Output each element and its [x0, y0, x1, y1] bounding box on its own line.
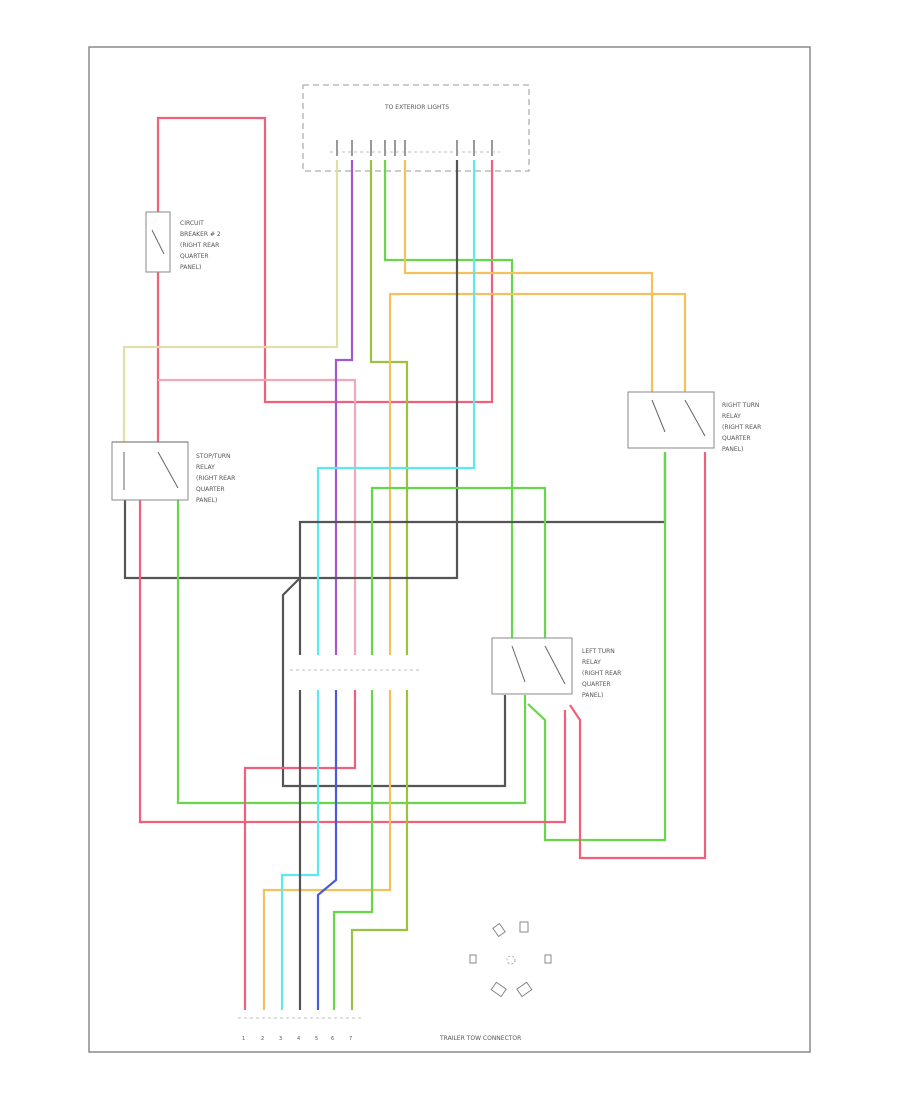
trailer-pin: 1: [242, 1036, 245, 1042]
trailer-pin: 2: [261, 1036, 264, 1042]
top-connector-pins: [330, 140, 500, 156]
diagram-frame: [88, 46, 811, 1053]
wire-orange-pin2: [262, 690, 392, 1010]
wire-green-left-relay-out: [527, 452, 667, 842]
svg-text:PANEL): PANEL): [196, 497, 217, 504]
trailer-pin: 5: [315, 1036, 318, 1042]
trailer-connector-face: [469, 921, 552, 998]
trailer-connector-label: TRAILER TOW CONNECTOR: [439, 1035, 521, 1042]
svg-text:PANEL): PANEL): [180, 264, 201, 271]
wire-green-pin6: [332, 690, 374, 1010]
trailer-connector-pins: 1 2 3 4 5 6 7: [238, 1017, 362, 1042]
svg-text:QUARTER: QUARTER: [196, 486, 225, 493]
wire-red-breaker-loop: [156, 116, 494, 404]
svg-text:LEFT TURN: LEFT TURN: [582, 648, 615, 655]
svg-text:RELAY: RELAY: [582, 659, 601, 666]
svg-text:(RIGHT REAR: (RIGHT REAR: [582, 670, 621, 677]
left-turn-relay: LEFT TURN RELAY (RIGHT REAR QUARTER PANE…: [491, 637, 621, 699]
svg-text:QUARTER: QUARTER: [180, 253, 209, 260]
wire-green-left-turn: [383, 160, 514, 638]
trailer-pin: 6: [331, 1036, 334, 1042]
trailer-pin: 7: [349, 1036, 352, 1042]
wire-green-stop-loop: [176, 500, 527, 805]
svg-text:PANEL): PANEL): [582, 692, 603, 699]
wire-gray-top: [123, 160, 459, 580]
wire-red-stop-lower: [138, 500, 567, 824]
wires: [122, 116, 707, 1010]
wire-orange-right-turn-2: [388, 292, 687, 655]
wire-gray-junction: [281, 577, 507, 788]
trailer-pin: 3: [279, 1036, 282, 1042]
wire-green-left-relay-top: [370, 486, 547, 655]
wire-orange-right-turn: [403, 160, 654, 392]
wire-cyan-top: [316, 160, 476, 655]
svg-text:PANEL): PANEL): [722, 446, 743, 453]
svg-text:(RIGHT REAR: (RIGHT REAR: [722, 424, 761, 431]
wire-paleyellow: [122, 160, 339, 442]
wire-violet: [334, 160, 354, 655]
top-connector-box: [302, 84, 530, 172]
svg-text:QUARTER: QUARTER: [722, 435, 751, 442]
svg-text:CIRCUIT: CIRCUIT: [180, 220, 204, 227]
stop-turn-relay: STOP/TURN RELAY (RIGHT REAR QUARTER PANE…: [111, 441, 235, 504]
svg-text:RIGHT TURN: RIGHT TURN: [722, 402, 759, 409]
circuit-breaker: CIRCUIT BREAKER # 2 (RIGHT REAR QUARTER …: [145, 211, 221, 273]
svg-text:STOP/TURN: STOP/TURN: [196, 453, 231, 460]
trailer-pin: 4: [297, 1036, 300, 1042]
svg-text:QUARTER: QUARTER: [582, 681, 611, 688]
svg-text:BREAKER # 2: BREAKER # 2: [180, 231, 221, 238]
svg-text:(RIGHT REAR: (RIGHT REAR: [196, 475, 235, 482]
right-turn-relay: RIGHT TURN RELAY (RIGHT REAR QUARTER PAN…: [627, 391, 761, 453]
svg-text:RELAY: RELAY: [196, 464, 215, 471]
svg-text:RELAY: RELAY: [722, 413, 741, 420]
wire-blue-pin5: [316, 690, 338, 1010]
wire-olive-pin7: [350, 690, 409, 1010]
svg-text:(RIGHT REAR: (RIGHT REAR: [180, 242, 219, 249]
wire-red-right-relay: [569, 452, 707, 860]
wire-pink-cross: [158, 378, 357, 655]
top-connector-label: TO EXTERIOR LIGHTS: [384, 104, 449, 111]
